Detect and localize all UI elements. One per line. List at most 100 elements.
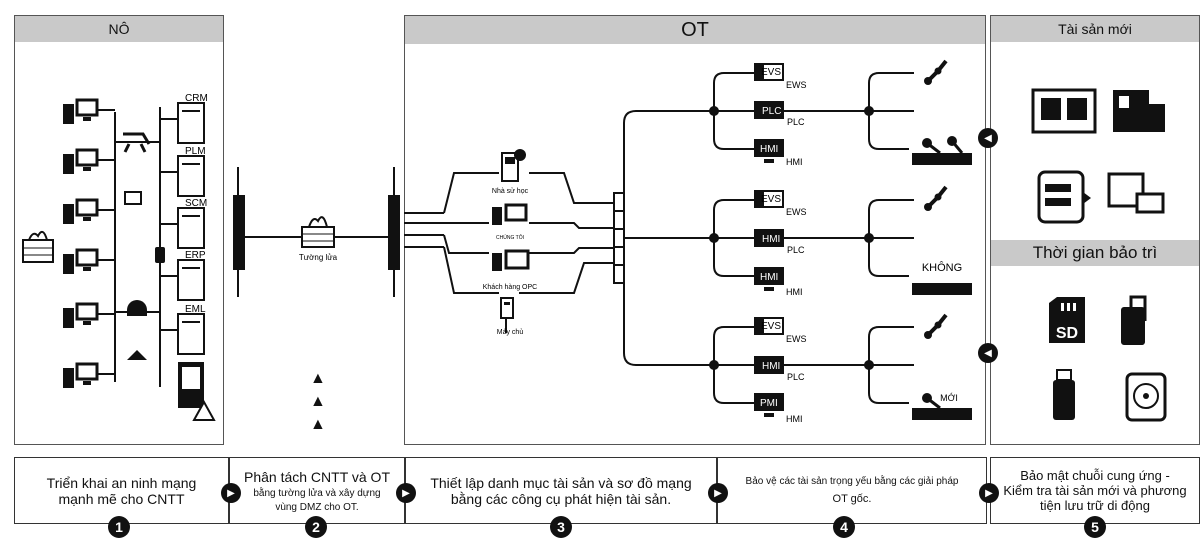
- server-eml: [160, 313, 205, 355]
- server-scm: [160, 207, 205, 249]
- industrial-machine-icon: [1113, 90, 1165, 132]
- plc-device-icon: [754, 229, 784, 247]
- step-text: bằng các công cụ phát hiện tài sản.: [450, 490, 672, 507]
- ot-network-diagram: Nhà sử học CHÚNG TÔI Khách hàng OPC Máy …: [404, 59, 972, 424]
- ews-device-icon: [754, 190, 784, 208]
- device-box-label: EVS: [761, 321, 781, 332]
- workstation-icon: [63, 198, 115, 224]
- device-label: PLC: [787, 117, 805, 127]
- hard-disk-icon: [1125, 372, 1167, 422]
- bus-switch: [613, 192, 625, 284]
- next-arrow-icon[interactable]: ▶: [396, 483, 416, 503]
- opc-client-label: Khách hàng OPC: [483, 284, 537, 291]
- step-text: Bảo vệ các tài sản trọng yếu bằng các gi…: [745, 476, 959, 487]
- it-panel-title: NÔ: [15, 16, 223, 42]
- middle-devices: [115, 132, 165, 360]
- machine-icon: [912, 283, 972, 295]
- device-label: HMI: [786, 287, 803, 297]
- new-assets-title: Tài sản mới: [991, 16, 1199, 42]
- step-text: Triển khai an ninh mạng: [46, 474, 197, 491]
- workstation-icon: [63, 98, 115, 124]
- server-label-scm: SCM: [185, 198, 207, 209]
- server-label-plm: PLM: [185, 146, 206, 157]
- ews-device-icon: [754, 317, 784, 335]
- ot-group-2: [709, 199, 914, 277]
- next-arrow-icon[interactable]: ▶: [979, 483, 999, 503]
- device-box-label: PLC: [762, 106, 781, 117]
- machine-label: MỚI: [940, 393, 958, 403]
- hmi-device-icon: [754, 393, 784, 417]
- historian-label: Nhà sử học: [492, 187, 529, 195]
- sd-label: SD: [1056, 325, 1078, 342]
- triangle-icon: ▲: [310, 416, 326, 433]
- device-label: EWS: [786, 334, 807, 344]
- new-assets-icons: SD: [1031, 88, 1167, 422]
- firewall-icon: [301, 216, 335, 248]
- hmi-device-icon: [754, 267, 784, 291]
- ours-icon: [492, 203, 528, 225]
- router-icon: [123, 132, 151, 153]
- user-warning-icon: [127, 350, 147, 360]
- ot-panel-title: OT: [405, 16, 985, 44]
- server-rack-icon: [1037, 170, 1091, 224]
- play-arrow-icon[interactable]: ◀: [978, 343, 998, 363]
- usb-drive-icon: [1121, 295, 1147, 345]
- device-box-label: EVS: [761, 67, 781, 78]
- device-label: PLC: [787, 245, 805, 255]
- ot-group-1: [709, 72, 914, 150]
- device-label: HMI: [786, 414, 803, 424]
- machine-label: KHÔNG: [922, 261, 962, 274]
- historian-icon: [501, 149, 526, 182]
- phone-icon: [155, 247, 165, 263]
- step-text: Kiểm tra tài sản mới và phương: [1003, 483, 1187, 498]
- step-text: vùng DMZ cho OT.: [275, 501, 359, 513]
- workstations: [63, 98, 115, 388]
- plc-device-icon: [754, 356, 784, 374]
- it-network-diagram: CRM PLM SCM ERP EML: [22, 93, 216, 421]
- workstation-icon: [63, 362, 115, 388]
- laptop-icon: [124, 191, 142, 205]
- dmz-diagram: Tường lửa: [233, 167, 400, 297]
- opc-client-icon: [492, 249, 530, 271]
- device-label: HMI: [786, 157, 803, 167]
- server-erp: [160, 259, 205, 301]
- firewall-icon: [22, 230, 54, 263]
- machine-icon: [912, 136, 972, 165]
- workstation-icon: [63, 302, 115, 328]
- play-arrow-icon[interactable]: ◀: [978, 128, 998, 148]
- step-text: tiện lưu trữ di động: [1040, 498, 1150, 513]
- step-number-3: 3: [550, 516, 572, 538]
- next-arrow-icon[interactable]: ▶: [221, 483, 241, 503]
- ot-group-3: [709, 326, 914, 404]
- server-crm: [160, 102, 205, 144]
- device-box-label: HMI: [760, 272, 778, 283]
- ews-device-icon: [754, 63, 784, 81]
- step-text: Phân tách CNTT và OT: [243, 468, 390, 485]
- robot-arm-icon: [924, 59, 948, 85]
- device-box-label: PMI: [760, 398, 778, 409]
- step-text: mạnh mẽ cho CNTT: [58, 490, 185, 507]
- flash-drive-icon: [1053, 369, 1075, 420]
- it-panel: NÔ: [14, 15, 224, 445]
- step-text: OT gốc.: [832, 493, 872, 505]
- robot-icon: [127, 300, 147, 316]
- step-4: Bảo vệ các tài sản trọng yếu bằng các gi…: [717, 457, 987, 524]
- step-number-4: 4: [833, 516, 855, 538]
- server-label-eml: EML: [185, 304, 206, 315]
- next-arrow-icon[interactable]: ▶: [708, 483, 728, 503]
- robot-arm-icon: [924, 185, 948, 211]
- server-warning: [178, 362, 216, 421]
- device-label: EWS: [786, 207, 807, 217]
- server-label-crm: CRM: [185, 93, 208, 104]
- maintenance-title: Thời gian bảo trì: [991, 240, 1199, 266]
- step-text: Bảo mật chuỗi cung ứng -: [1020, 468, 1170, 483]
- robot-arm-icon: [924, 313, 948, 339]
- device-box-label: EVS: [761, 194, 781, 205]
- workstation-icon: [63, 248, 115, 274]
- machine-icon: [912, 393, 972, 420]
- devices-icon: [1107, 172, 1165, 214]
- device-box-label: HMI: [762, 361, 780, 372]
- server-label: Máy chủ: [497, 328, 524, 336]
